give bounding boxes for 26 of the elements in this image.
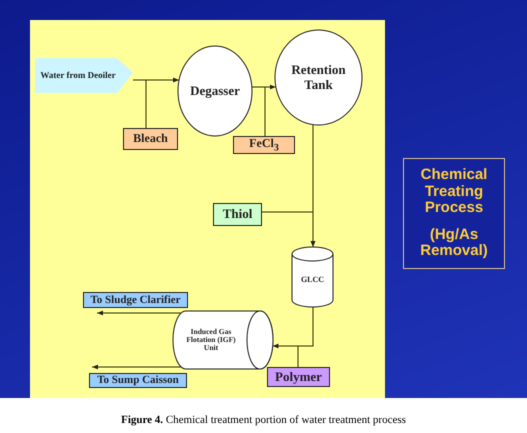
title-panel: [403, 158, 505, 269]
chemical-feed-box: [267, 367, 330, 387]
flow-line: [264, 84, 276, 136]
node-label: Retention Tank: [290, 63, 347, 92]
figure-caption: Figure 4. Chemical treatment portion of water treatment process: [120, 414, 407, 426]
node-label: Bleach: [133, 132, 168, 146]
panel-text: (Hg/As Removal): [419, 226, 489, 260]
node-label: FeCl$_{3}$: [249, 136, 279, 154]
outlet-label-box: [83, 292, 188, 308]
node-label: GLCC: [300, 276, 324, 284]
chemical-feed-box: [123, 128, 178, 150]
node-label: Polymer: [275, 370, 322, 384]
node-label: To Sump Caisson: [97, 374, 179, 387]
chemical-feed-box: [213, 203, 262, 226]
node-label: Degasser: [190, 84, 240, 98]
node-label: Thiol: [222, 207, 252, 222]
panel-text: Chemical Treating Process: [420, 167, 488, 217]
flow-line: [92, 364, 182, 370]
node-label: Water from Deoiler: [40, 70, 117, 80]
flow-line: [96, 310, 182, 316]
flow-line: [272, 344, 298, 368]
flow-line: [262, 212, 316, 248]
chemical-feed-box: [233, 136, 295, 154]
flow-line: [146, 78, 180, 128]
outlet-label-box: [89, 373, 187, 388]
node-label: To Sludge Clarifier: [90, 294, 181, 306]
